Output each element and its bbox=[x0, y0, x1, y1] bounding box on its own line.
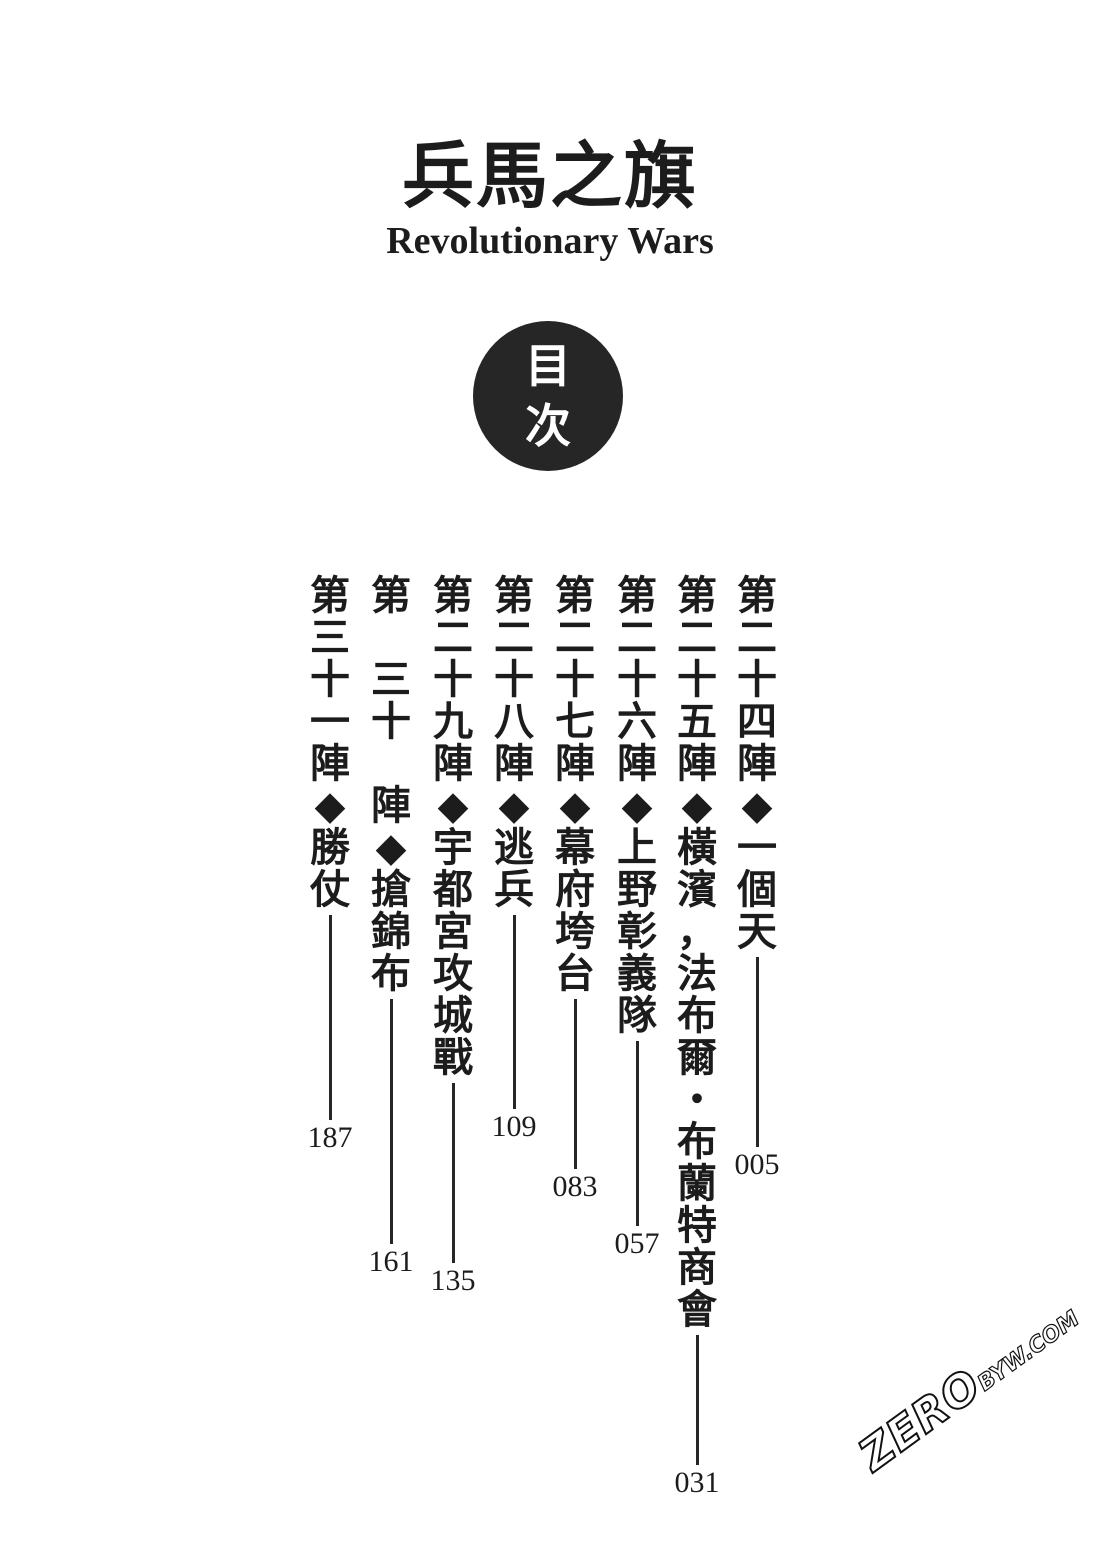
leader-line bbox=[695, 1335, 699, 1465]
leader-line bbox=[755, 957, 759, 1147]
leader-line bbox=[512, 915, 516, 1109]
chapter-title: 第 三十 陣◆搶錦布 bbox=[371, 572, 411, 997]
toc-entry[interactable]: 第 三十 陣◆搶錦布 161 bbox=[368, 575, 414, 1278]
site-watermark: ZEROBYW.COM bbox=[849, 1289, 1087, 1482]
chapter-title: 第二十六陣◆上野彰義隊 bbox=[617, 572, 657, 1039]
toc-badge: 目 次 bbox=[473, 321, 623, 471]
toc-entry[interactable]: 第三十一陣◆勝仗 187 bbox=[307, 575, 353, 1154]
page-number: 135 bbox=[430, 1264, 476, 1297]
leader-line bbox=[389, 999, 393, 1244]
toc-badge-char-1: 目 bbox=[525, 339, 571, 393]
toc-entry[interactable]: 第二十六陣◆上野彰義隊 057 bbox=[614, 575, 660, 1260]
page-number: 109 bbox=[491, 1110, 537, 1143]
toc-entry[interactable]: 第二十五陣◆橫濱，法布爾・布蘭特商會 031 bbox=[674, 575, 720, 1499]
book-title-zh: 兵馬之旗 bbox=[401, 133, 698, 218]
toc-badge-char-2: 次 bbox=[525, 399, 571, 453]
chapter-title: 第二十八陣◆逃兵 bbox=[494, 572, 534, 913]
page-number: 187 bbox=[307, 1121, 353, 1154]
book-title-en: Revolutionary Wars bbox=[386, 220, 714, 262]
leader-line bbox=[328, 915, 332, 1120]
page-number: 005 bbox=[734, 1148, 780, 1181]
watermark-sub: BYW.COM bbox=[973, 1306, 1085, 1397]
page-number: 057 bbox=[614, 1227, 660, 1260]
chapter-title: 第二十九陣◆宇都宮攻城戰 bbox=[433, 572, 473, 1081]
watermark-main: ZERO bbox=[849, 1358, 992, 1482]
toc-entry[interactable]: 第二十九陣◆宇都宮攻城戰 135 bbox=[430, 575, 476, 1297]
chapter-title: 第二十四陣◆一個天 bbox=[737, 572, 777, 955]
leader-line bbox=[573, 999, 577, 1169]
page-number: 031 bbox=[674, 1466, 720, 1499]
toc-entry[interactable]: 第二十四陣◆一個天 005 bbox=[734, 575, 780, 1181]
chapter-title: 第二十五陣◆橫濱，法布爾・布蘭特商會 bbox=[677, 572, 717, 1333]
leader-line bbox=[451, 1083, 455, 1263]
toc-entry[interactable]: 第二十八陣◆逃兵 109 bbox=[491, 575, 537, 1143]
leader-line bbox=[635, 1041, 639, 1226]
page-number: 083 bbox=[552, 1170, 598, 1203]
page-number: 161 bbox=[368, 1245, 414, 1278]
chapter-title: 第三十一陣◆勝仗 bbox=[310, 572, 350, 913]
chapter-title: 第二十七陣◆幕府垮台 bbox=[555, 572, 595, 997]
toc-entry[interactable]: 第二十七陣◆幕府垮台 083 bbox=[552, 575, 598, 1203]
